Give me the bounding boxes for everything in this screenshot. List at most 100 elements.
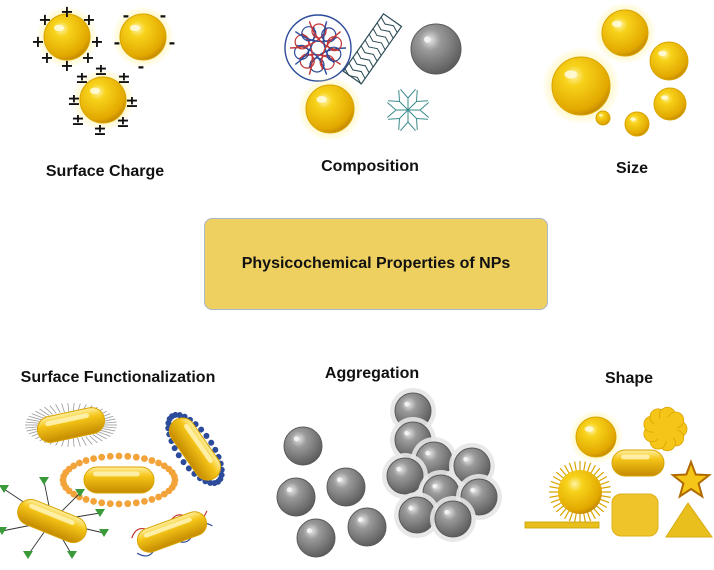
peg-chain: [31, 413, 44, 419]
sphere-highlight: [463, 456, 469, 462]
ligand-nanorod-core: [17, 498, 87, 544]
branch-core: [653, 417, 677, 441]
negative-charge-nanoparticle: [111, 5, 175, 69]
size-particle-largest: [541, 46, 621, 126]
dendrimer-branch: [400, 121, 409, 131]
sphere-highlight: [293, 436, 299, 442]
ligand-head: [0, 485, 9, 493]
center-title: Physicochemical Properties of NPs: [241, 255, 511, 272]
lipid-head: [106, 500, 114, 508]
dispersed-nanoparticle: [296, 518, 336, 558]
ligand-head: [0, 527, 7, 535]
label-surface-functionalization: Surface Functionalization: [20, 369, 216, 386]
rod-highlight: [144, 517, 192, 538]
dendrimer-branch: [415, 90, 418, 102]
dendrimer-branch: [399, 109, 409, 119]
peg-chain: [26, 418, 41, 422]
rod-highlight: [621, 454, 650, 460]
nanotube-lattice: [364, 39, 382, 56]
polymer-loop: [326, 46, 342, 62]
rod-body: [17, 498, 87, 544]
peg-chain: [92, 434, 103, 442]
rod-body: [168, 417, 222, 481]
ligand-head: [23, 551, 33, 559]
peg-chain: [72, 403, 75, 413]
positive-charge-nanoparticle: [35, 5, 99, 69]
shape-rod: [611, 449, 665, 477]
aggregated-nanoparticle: [430, 496, 476, 542]
sphere-highlight: [660, 95, 668, 100]
coating-bead: [171, 445, 178, 452]
mixed-sign: ±: [93, 120, 106, 139]
peg-chain: [61, 403, 65, 413]
sphere-highlight: [129, 24, 141, 32]
peg-chain: [95, 432, 107, 440]
lipid-head: [115, 500, 123, 508]
sphere-highlight: [425, 450, 431, 456]
positive-sign: +: [38, 10, 51, 29]
negative-sign: -: [160, 6, 167, 25]
coating-bead: [198, 426, 205, 433]
sphere-body: [434, 500, 472, 538]
size-particle-medium-small: [653, 87, 687, 121]
peg-chain: [98, 431, 111, 437]
aggregated-nanoparticle: [382, 453, 428, 499]
dendrimer-branch: [400, 89, 409, 99]
polymer-loop: [309, 57, 325, 73]
sphere-body: [595, 110, 611, 126]
dendrimer-branch: [388, 117, 400, 120]
lipid-head: [115, 452, 123, 460]
sphere-body: [398, 496, 436, 534]
coating-bead: [175, 452, 182, 459]
peg-chain: [25, 421, 40, 424]
lipid-head: [82, 457, 90, 464]
sphere-highlight: [404, 401, 410, 407]
coating-bead: [217, 476, 224, 483]
mixed-sign: ±: [71, 110, 84, 129]
dendrimer-branch: [407, 109, 417, 119]
nanotube-lattice: [352, 57, 370, 73]
dispersed-nanoparticle: [347, 507, 387, 547]
peg-chain: [102, 421, 117, 424]
peg-chain: [102, 426, 117, 429]
sphere-highlight: [53, 24, 65, 32]
peg-chain: [67, 437, 70, 447]
dendrimer-branch: [419, 109, 429, 118]
dispersed-nanoparticle: [326, 467, 366, 507]
dendrimer-branch: [415, 118, 418, 130]
sphere-highlight: [396, 466, 402, 472]
mixed-sign: ±: [116, 112, 129, 131]
peg-chain: [28, 415, 42, 421]
liposome-nanorod-core: [83, 466, 155, 494]
sphere-body: [551, 56, 611, 116]
positive-sign: +: [31, 32, 44, 51]
coating-bead: [172, 411, 179, 418]
size-particle-medium: [649, 41, 689, 81]
lipid-head: [82, 496, 90, 503]
ligand-head: [95, 509, 105, 517]
peg-chain: [100, 429, 114, 435]
peg-chain: [77, 437, 81, 447]
sphere-body: [276, 477, 316, 517]
lipid-head: [98, 499, 106, 507]
nanotube-lattice: [376, 22, 394, 39]
dendrimer-nanoparticle: [387, 89, 429, 131]
sphere-highlight: [611, 20, 623, 28]
sphere-body: [296, 518, 336, 558]
ligand-head: [39, 477, 49, 485]
dispersed-nanoparticle: [283, 426, 323, 466]
lipid-head: [90, 455, 97, 463]
dendrimer-branch: [398, 90, 401, 102]
sphere-highlight: [444, 509, 450, 515]
gold-nanoparticle: [297, 76, 363, 142]
coating-bead: [176, 412, 183, 419]
positive-sign: +: [90, 32, 103, 51]
coating-bead: [212, 446, 219, 453]
coating-bead: [203, 432, 210, 439]
nanotube-lattice: [380, 16, 398, 33]
peg-chain: [35, 410, 47, 418]
metal-oxide-nanoparticle: [410, 23, 462, 75]
dendrimer-branch: [416, 100, 428, 103]
label-size: Size: [615, 160, 649, 177]
shape-urchin: [549, 461, 611, 523]
